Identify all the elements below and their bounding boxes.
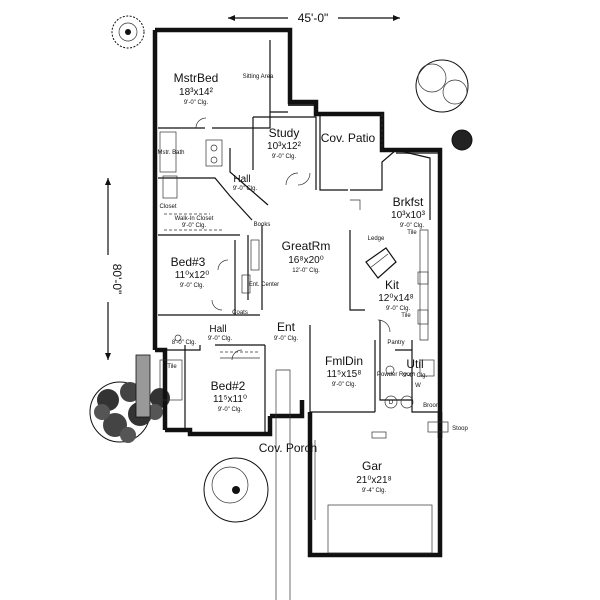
depth-dimension-label: 80'-0" [110, 264, 124, 295]
gar-clg: 9'-4" Clg. [362, 488, 387, 494]
study-name: Study [269, 126, 300, 140]
cov-porch-name: Cov. Porch [259, 441, 317, 455]
fml-din-name: FmlDin [325, 354, 363, 368]
dryer-label: D [389, 400, 394, 406]
room-walk-in-closet: Walk-In Closet 9'-0" Clg. [175, 216, 214, 229]
gar-name: Gar [362, 459, 382, 473]
powder-room-label: Powder Room [377, 372, 415, 378]
hall-lower-clg: 9'-0" Clg. [208, 336, 233, 342]
interior-walls [158, 40, 440, 434]
kit-size: 12⁰x14⁸ [378, 293, 413, 304]
bed3-clg: 9'-0" Clg. [180, 283, 205, 289]
room-hall-upper: Hall 9'-0" Clg. [233, 174, 258, 192]
coats-label: Coats [232, 310, 248, 316]
hall-upper-name: Hall [233, 174, 250, 185]
books-label: Books [254, 222, 271, 228]
room-gar: Gar 21⁰x21⁸ 9'-4" Clg. [356, 459, 391, 494]
width-dimension-label: 45'-0" [298, 11, 329, 25]
room-cov-porch: Cov. Porch [259, 441, 317, 455]
room-brkfst: Brkfst 10³x10³ 9'-0" Clg. Tile [391, 195, 426, 236]
bed3-name: Bed#3 [171, 255, 206, 269]
hall-upper-clg: 9'-0" Clg. [233, 186, 258, 192]
great-rm-clg: 12'-0" Clg. [292, 268, 320, 274]
stoop-label: Stoop [452, 426, 468, 432]
room-cov-patio: Cov. Patio [321, 131, 376, 145]
great-rm-name: GreatRm [282, 239, 331, 253]
brkfst-name: Brkfst [393, 195, 424, 209]
util-name: Util [406, 357, 423, 371]
mstr-bed-size: 18³x14² [179, 87, 214, 98]
walk-in-name: Walk-In Closet [175, 216, 214, 222]
room-kit: Kit 12⁰x14⁸ 9'-0" Clg. Tile [378, 278, 413, 319]
mstr-bath-label: Mstr. Bath [157, 150, 184, 156]
brkfst-note: Tile [407, 230, 417, 236]
tree-top-left [111, 15, 145, 49]
kit-note: Tile [401, 313, 411, 319]
brkfst-clg: 9'-0" Clg. [400, 223, 425, 229]
room-fml-din: FmlDin 11⁵x15⁸ 9'-0" Clg. [325, 354, 363, 388]
room-great-rm: GreatRm 16⁸x20⁰ 12'-0" Clg. [282, 239, 331, 274]
kit-name: Kit [385, 278, 400, 292]
bath-clg-label: 8'-0" Clg. [172, 340, 197, 346]
sitting-area-label: Sitting Area [243, 74, 274, 80]
washer-label: W [415, 383, 421, 389]
great-rm-size: 16⁸x20⁰ [288, 255, 323, 266]
room-hall-lower: Hall 9'-0" Clg. [208, 324, 233, 342]
shrub-right [451, 129, 473, 151]
room-ent: Ent 9'-0" Clg. [274, 320, 299, 342]
hall-lower-name: Hall [209, 324, 226, 335]
mstr-bed-clg: 9'-0" Clg. [184, 100, 209, 106]
tile-bath-label: Tile [167, 364, 177, 370]
tree-left-large [89, 381, 170, 443]
gar-size: 21⁰x21⁸ [356, 475, 391, 486]
fixture-details [159, 117, 449, 600]
ent-center-label: Ent. Center [249, 282, 279, 288]
util-clg: 9'-0" Clg. [403, 373, 428, 379]
cov-patio-name: Cov. Patio [321, 131, 376, 145]
width-dimension-line: 45'-0" [228, 11, 400, 25]
room-bed2: Bed#2 11⁵x11⁰ 9'-0" Clg. [211, 379, 247, 413]
fml-din-clg: 9'-0" Clg. [332, 382, 357, 388]
pantry-label: Pantry [387, 340, 404, 346]
mstr-bed-name: MstrBed [174, 71, 219, 85]
shrub-row-left [135, 354, 151, 418]
room-mstr-bed: MstrBed 18³x14² 9'-0" Clg. [174, 71, 219, 106]
study-size: 10³x12² [267, 141, 302, 152]
bed2-size: 11⁵x11⁰ [213, 394, 247, 405]
room-bed3: Bed#3 11⁰x12⁰ 9'-0" Clg. [171, 255, 210, 289]
bed2-name: Bed#2 [211, 379, 246, 393]
study-clg: 9'-0" Clg. [272, 154, 297, 160]
tree-bottom-left [203, 457, 269, 523]
walk-in-clg: 9'-0" Clg. [182, 223, 207, 229]
room-study: Study 10³x12² 9'-0" Clg. [267, 126, 302, 160]
ledge-label: Ledge [368, 236, 385, 242]
broom-label: Broom [423, 403, 441, 409]
closet-label: Closet [159, 204, 176, 210]
room-util: Util 9'-0" Clg. [403, 357, 428, 379]
bed3-size: 11⁰x12⁰ [175, 270, 210, 281]
depth-dimension-line: 80'-0" [105, 178, 124, 360]
brkfst-size: 10³x10³ [391, 210, 426, 221]
ent-name: Ent [277, 320, 296, 334]
fml-din-size: 11⁵x15⁸ [327, 369, 362, 380]
kit-clg: 9'-0" Clg. [386, 306, 411, 312]
bed2-clg: 9'-0" Clg. [218, 407, 243, 413]
ent-clg: 9'-0" Clg. [274, 336, 299, 342]
tree-top-right [415, 59, 469, 113]
